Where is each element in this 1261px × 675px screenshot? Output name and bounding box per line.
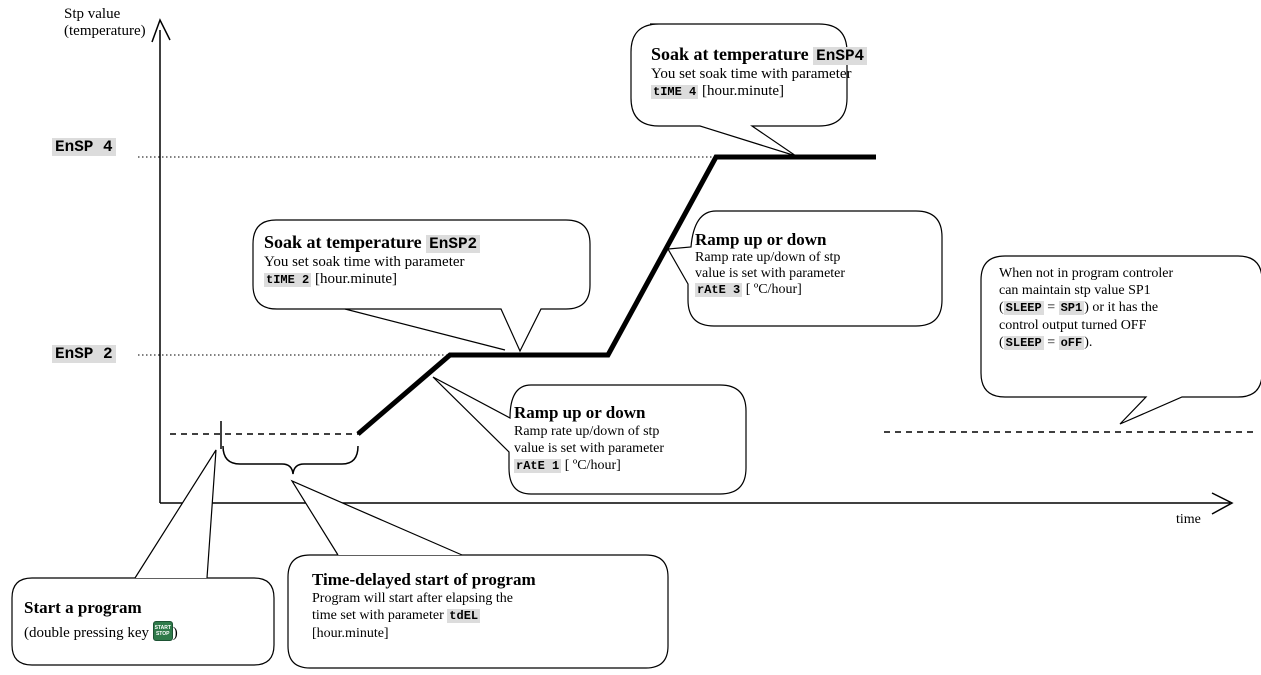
y-axis-label: Stp value (temperature)	[64, 6, 146, 39]
callout-delay-title: Time-delayed start of program	[312, 570, 536, 589]
callout-start: Start a program (double pressing key STA…	[24, 598, 178, 641]
callout-ramp3-code: rAtE 3	[695, 283, 743, 297]
y-axis-arrow	[151, 18, 171, 43]
callout-start-tail	[134, 449, 217, 579]
callout-start-bubble	[11, 577, 275, 666]
callout-sleep: When not in program controler can mainta…	[999, 266, 1174, 350]
callout-soak2-title-code: EnSP2	[426, 235, 481, 253]
callout-delay-code: tdEL	[447, 609, 481, 623]
sleep-code: SLEEP	[1003, 301, 1044, 315]
sp1-code: SP1	[1058, 301, 1085, 315]
callout-ramp1-bubble	[432, 376, 747, 495]
callout-ramp3-bubble	[667, 210, 943, 327]
callout-start-title: Start a program	[24, 598, 142, 617]
callout-soak2-title: Soak at temperature	[264, 232, 427, 252]
callout-delay: Time-delayed start of program Program wi…	[312, 570, 536, 641]
callout-soak2-line1: You set soak time with parameter	[264, 254, 465, 270]
callout-soak4: Soak at temperature EnSP4 You set soak t…	[651, 44, 868, 101]
program-profile	[356, 154, 876, 436]
callout-soak4-line1: You set soak time with parameter	[651, 66, 852, 82]
callout-ramp3: Ramp up or down Ramp rate up/down of stp…	[695, 230, 846, 297]
callout-soak2-bubble	[252, 219, 591, 353]
sleep-code-2: SLEEP	[1003, 336, 1044, 350]
callout-soak4-title-code: EnSP4	[813, 47, 868, 65]
callout-ramp3-title: Ramp up or down	[695, 230, 827, 249]
callout-ramp1: Ramp up or down Ramp rate up/down of stp…	[514, 403, 665, 473]
callout-soak2: Soak at temperature EnSP2 You set soak t…	[264, 232, 481, 289]
callout-soak4-title: Soak at temperature	[651, 44, 814, 64]
callout-sleep-bubble	[980, 255, 1261, 425]
level-ensp2-label: EnSP 2	[52, 345, 116, 363]
callout-soak4-bubble	[630, 23, 848, 157]
off-code: oFF	[1058, 336, 1085, 350]
delay-brace	[222, 445, 359, 475]
callout-soak4-code: tIME 4	[651, 85, 699, 99]
callout-ramp1-code: rAtE 1	[514, 459, 562, 473]
x-axis-arrow	[1211, 492, 1234, 515]
x-axis-label: time	[1176, 512, 1201, 527]
callout-soak2-code: tIME 2	[264, 273, 312, 287]
callout-soak2-tail	[344, 308, 506, 351]
callout-ramp1-title: Ramp up or down	[514, 403, 646, 422]
callout-delay-tail	[290, 479, 463, 556]
level-ensp4-label: EnSP 4	[52, 138, 116, 156]
